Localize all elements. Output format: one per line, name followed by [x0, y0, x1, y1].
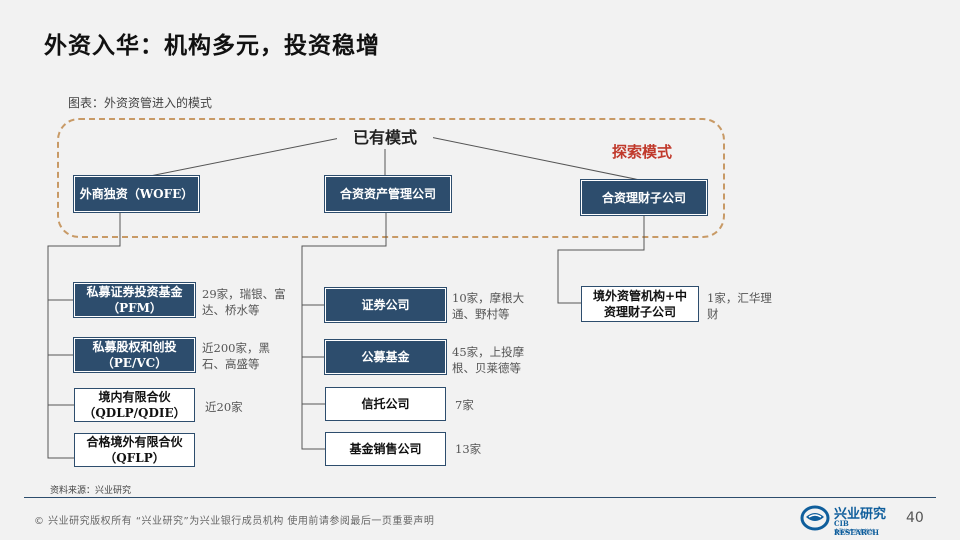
- logo-cn-text: 兴业研究: [834, 507, 887, 522]
- logo-tagline: 金融资产专家首创: [834, 529, 875, 535]
- node-trust: 信托公司: [325, 387, 446, 421]
- node-qflp-label: 合格境外有限合伙（QFLP）: [86, 435, 183, 465]
- note-qdlp-qdie: 近20家: [205, 400, 243, 414]
- node-securities: 证券公司: [324, 287, 447, 323]
- node-pfm-label: 私募证券投资基金（PFM）: [86, 285, 183, 315]
- node-qflp: 合格境外有限合伙（QFLP）: [74, 433, 195, 467]
- node-pfm: 私募证券投资基金（PFM）: [73, 282, 196, 318]
- node-jv-asset-management-label: 合资资产管理公司: [339, 187, 436, 201]
- node-overseas-am-plus-wm-sub: 境外资管机构+中资理财子公司: [581, 286, 699, 322]
- node-wofe-label: 外商独资（WOFE）: [79, 187, 194, 201]
- node-public-fund-label: 公募基金: [361, 350, 410, 364]
- node-jv-wealth-management: 合资理财子公司: [580, 179, 708, 216]
- explore-mode-label: 探索模式: [612, 143, 673, 161]
- figure-caption: 图表：外资资管进入的模式: [68, 96, 213, 110]
- node-overseas-am-plus-wm-sub-label: 境外资管机构+中资理财子公司: [592, 289, 688, 319]
- source-note: 资料来源：兴业研究: [50, 486, 132, 496]
- node-qdlp-qdie-label: 境内有限合伙（QDLP/QDIE）: [83, 390, 186, 420]
- node-pe-vc: 私募股权和创投（PE/VC）: [73, 337, 196, 373]
- root-existing-mode: 已有模式: [337, 127, 433, 149]
- node-fund-sales-label: 基金销售公司: [349, 442, 422, 456]
- slide-title: 外资入华：机构多元，投资稳增: [44, 33, 380, 59]
- node-public-fund: 公募基金: [324, 339, 447, 375]
- logo-en-text: CIB RESEARCH: [834, 519, 879, 537]
- node-jv-wealth-management-label: 合资理财子公司: [601, 190, 686, 205]
- node-pe-vc-label: 私募股权和创投（PE/VC）: [92, 340, 177, 370]
- note-overseas-am: 1家，汇华理财: [707, 291, 772, 321]
- cib-logo-icon: [800, 505, 830, 531]
- existing-mode-frame: [57, 118, 725, 238]
- node-securities-label: 证券公司: [361, 298, 410, 312]
- note-pfm: 29家，瑞银、富达、桥水等: [202, 287, 286, 317]
- note-pe-vc: 近200家，黑石、高盛等: [202, 341, 270, 371]
- footer-disclaimer: © 兴业研究版权所有 “兴业研究”为兴业银行成员机构 使用前请参阅最后一页重要声…: [34, 516, 435, 527]
- footer-divider: [24, 497, 936, 498]
- node-wofe: 外商独资（WOFE）: [73, 175, 200, 213]
- cib-research-logo: 兴业研究 CIB RESEARCH 金融资产专家首创: [800, 503, 896, 537]
- note-securities: 10家，摩根大通、野村等: [452, 291, 525, 321]
- page-number: 40: [906, 510, 924, 526]
- note-fund-sales: 13家: [455, 442, 482, 456]
- node-jv-asset-management: 合资资产管理公司: [324, 175, 452, 213]
- node-fund-sales: 基金销售公司: [325, 432, 446, 466]
- node-qdlp-qdie: 境内有限合伙（QDLP/QDIE）: [74, 388, 195, 422]
- note-trust: 7家: [455, 398, 474, 412]
- note-public-fund: 45家，上投摩根、贝莱德等: [452, 345, 525, 375]
- node-trust-label: 信托公司: [361, 397, 410, 411]
